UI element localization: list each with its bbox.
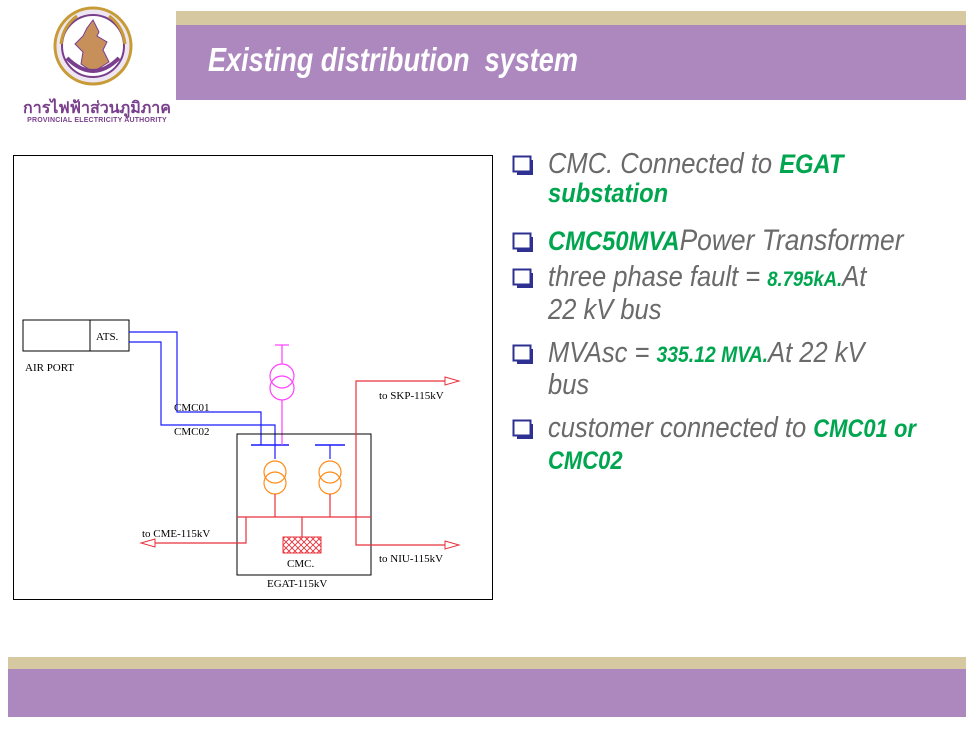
arrow-skp-icon [444,376,461,386]
feeder-cmc02-label: CMC02 [174,426,209,438]
arrow-cme-icon [139,538,156,548]
feeder-cmc01-line [129,331,262,445]
bullet-3-text-post: At [842,261,867,293]
ats-label: ATS. [96,331,119,343]
bullet-4-text-2: bus [548,369,590,401]
header-strip [176,11,966,25]
checkbox-bullet-icon [512,232,533,252]
bullet-4-text-post: At 22 kV [768,337,865,369]
bullet-item: three phase fault = 8.795kA.At 22 kV bus [512,262,952,326]
bullet-list: CMC. Connected to EGAT substation CMC50MV… [512,148,952,477]
bullet-3-text: three phase fault = [548,261,768,293]
bullet-5-text: customer connected to [548,412,814,444]
arrow-niu-icon [444,540,461,550]
pea-emblem-icon [53,6,133,86]
bullet-2-highlight: CMC50MVA [548,226,680,256]
checkbox-bullet-icon [512,155,533,175]
feeder-cmc02-line [129,341,276,445]
bullet-5-highlight-2: CMC02 [548,447,623,475]
transformer-2-coil-1 [318,460,342,484]
bullet-item: MVAsc = 335.12 MVA.At 22 kV bus [512,338,952,401]
bullet-5-highlight: CMC01 or [813,415,916,443]
slide-title: Existing distribution system [208,41,578,78]
bullet-4-highlight: 335.12 MVA. [656,342,769,367]
bullet-4-text: MVAsc = [548,337,657,369]
egat-label: EGAT-115kV [267,578,327,590]
egat-substation-box [236,433,372,576]
line-to-skp [355,380,457,517]
transformer-top-coil-1 [269,363,295,389]
logo-thai-name: การไฟฟ้าส่วนภูมิภาค [23,98,171,117]
airport-box [22,319,130,352]
line-to-niu [355,517,457,546]
footer-strip [8,657,966,669]
checkbox-bullet-icon [512,419,533,439]
pea-logo: การไฟฟ้าส่วนภูมิภาค PROVINCIAL ELECTRICI… [18,4,171,126]
bullet-3-highlight: 8.795kA. [767,268,843,291]
checkbox-bullet-icon [512,344,533,364]
bullet-1-highlight-2: substation [548,178,669,208]
bullet-item: customer connected to CMC01 or CMC02 [512,413,952,477]
bullet-item: CMC50MVAPower Transformer [512,226,952,256]
cmc-breaker [282,536,322,554]
checkbox-bullet-icon [512,268,533,288]
diagram-frame [13,155,493,600]
substation-label: CMC. [287,558,314,570]
cme-label: to CME-115kV [142,528,210,540]
header-band: Existing distribution system [176,25,966,100]
bullet-3-text-2: 22 kV bus [548,294,662,326]
bullet-1-text: CMC. Connected to [548,148,780,180]
bullet-item: CMC. Connected to EGAT substation [512,150,952,208]
feeder-cmc01-label: CMC01 [174,402,209,414]
single-line-diagram: ATS. AIR PORT CMC01 CMC02 CMC. EGAT-115k… [13,155,493,600]
transformer-1-coil-1 [263,460,287,484]
skp-label: to SKP-115kV [379,390,444,402]
bullet-2-text: Power Transformer [679,224,904,257]
footer-band [8,669,966,717]
niu-label: to NIU-115kV [379,553,443,565]
bullet-1-highlight: EGAT [779,149,844,179]
line-to-cme [143,517,247,544]
logo-english-name: PROVINCIAL ELECTRICITY AUTHORITY [27,117,167,124]
airport-label: AIR PORT [25,362,74,374]
